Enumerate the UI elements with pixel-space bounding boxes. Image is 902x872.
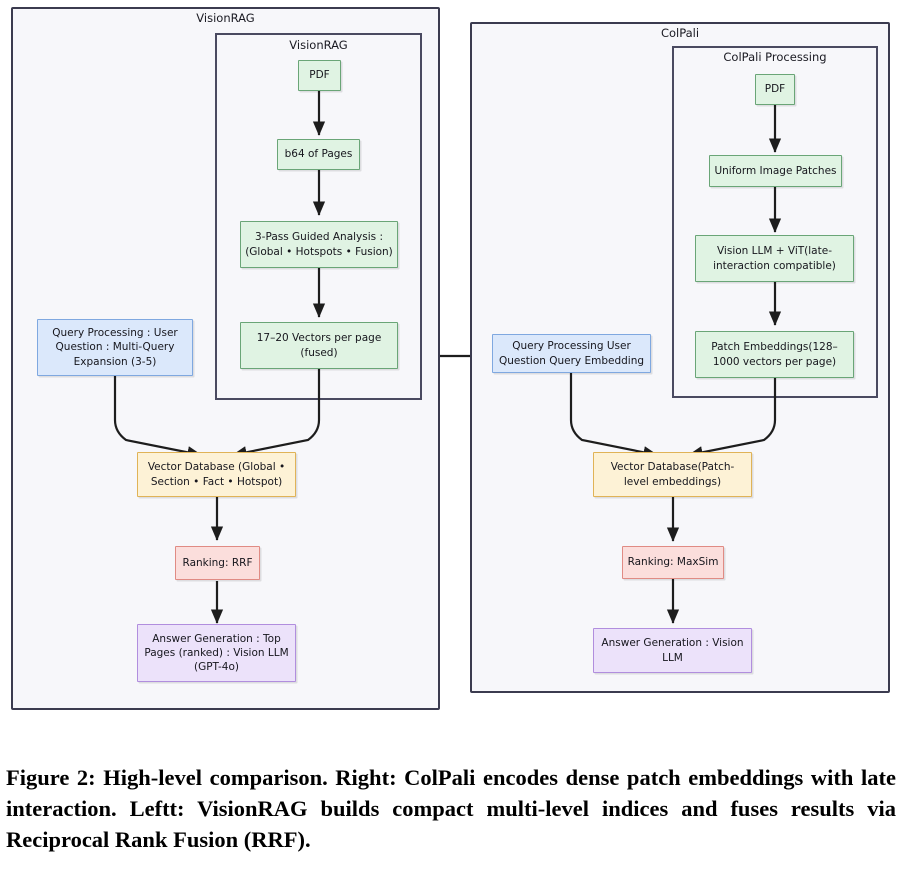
node-left-b64-of-pages[interactable]: b64 of Pages xyxy=(277,139,360,170)
node-right-query-processing[interactable]: Query Processing User Question Query Emb… xyxy=(492,334,651,373)
node-right-answer-generation[interactable]: Answer Generation : Vision LLM xyxy=(593,628,752,673)
node-left-vectors-per-page[interactable]: 17–20 Vectors per page (fused) xyxy=(240,322,398,369)
node-right-uniform-image-patches[interactable]: Uniform Image Patches xyxy=(709,155,842,187)
node-right-patch-embeddings[interactable]: Patch Embeddings(128– 1000 vectors per p… xyxy=(695,331,854,378)
node-right-vision-llm-vit[interactable]: Vision LLM + ViT(late- interaction compa… xyxy=(695,235,854,282)
node-right-vector-database[interactable]: Vector Database(Patch- level embeddings) xyxy=(593,452,752,497)
node-left-answer-generation[interactable]: Answer Generation : Top Pages (ranked) :… xyxy=(137,624,296,682)
right-subpanel-title: ColPali Processing xyxy=(723,50,827,64)
node-right-pdf[interactable]: PDF xyxy=(755,74,795,105)
figure-caption: Figure 2: High-level comparison. Right: … xyxy=(6,765,896,853)
node-left-pdf[interactable]: PDF xyxy=(298,60,341,91)
node-right-ranking-maxsim[interactable]: Ranking: MaxSim xyxy=(622,546,724,579)
node-left-vector-database[interactable]: Vector Database (Global • Section • Fact… xyxy=(137,452,296,497)
node-left-3pass-guided-analysis[interactable]: 3-Pass Guided Analysis : (Global • Hotsp… xyxy=(240,221,398,268)
node-left-query-processing[interactable]: Query Processing : User Question : Multi… xyxy=(37,319,193,376)
right-panel-title: ColPali xyxy=(660,26,700,40)
left-panel-title: VisionRAG xyxy=(196,11,255,25)
left-subpanel-title: VisionRAG xyxy=(289,38,348,52)
node-left-ranking-rrf[interactable]: Ranking: RRF xyxy=(175,546,260,580)
